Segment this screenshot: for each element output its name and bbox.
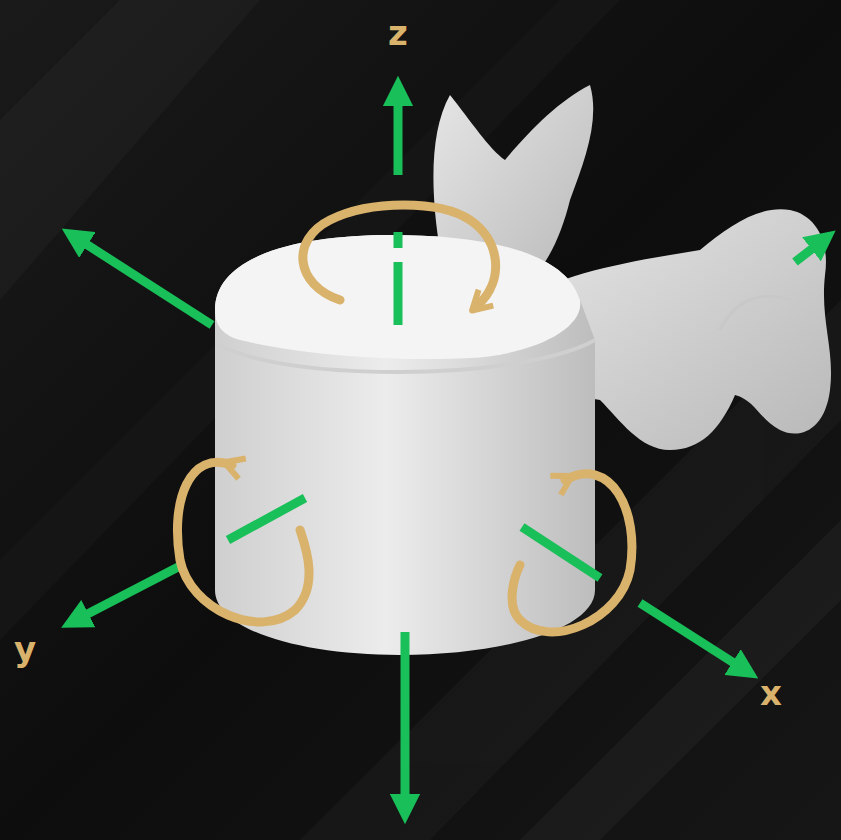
- axis-arrows: [72, 88, 826, 812]
- axis-label: x: [760, 676, 782, 710]
- axis-label: z: [388, 16, 408, 50]
- rotation-arrows: [177, 205, 631, 632]
- vertebral-body: [215, 235, 595, 655]
- axis-label: y: [14, 632, 36, 666]
